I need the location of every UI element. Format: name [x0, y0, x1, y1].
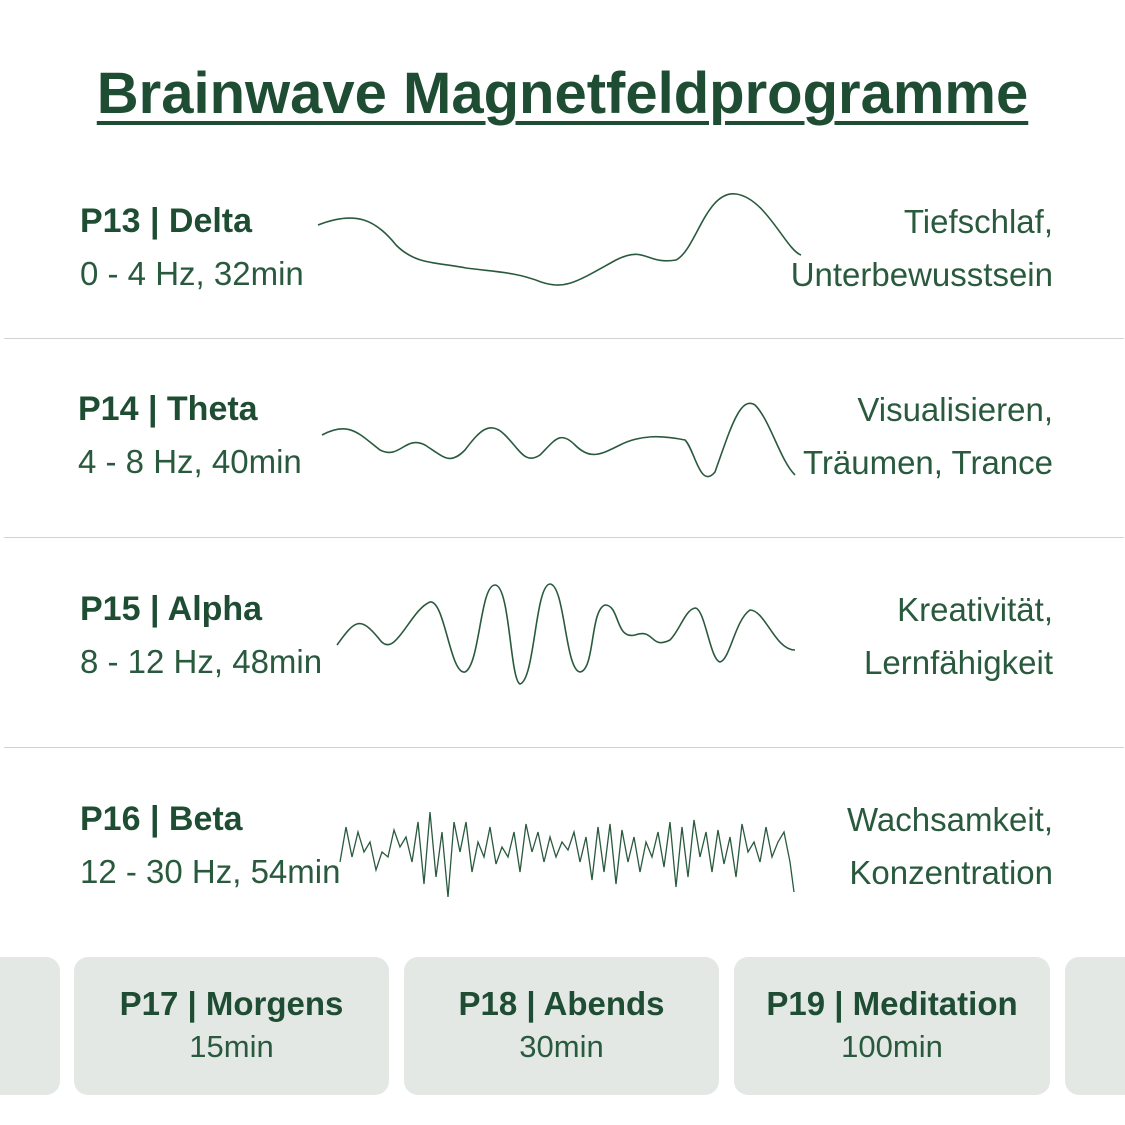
separator — [4, 537, 1124, 538]
separator — [4, 747, 1124, 748]
delta-wave-icon — [317, 193, 802, 286]
program-name: P15 | Alpha — [80, 590, 263, 628]
program-row-delta[interactable]: P13 | Delta 0 - 4 Hz, 32min Tiefschlaf, … — [0, 190, 1125, 390]
program-desc-line1: Tiefschlaf, — [903, 203, 1053, 240]
card-name: P19 | Meditation — [766, 985, 1018, 1022]
program-desc-line2: Konzentration — [849, 854, 1053, 891]
program-row-theta[interactable]: P14 | Theta 4 - 8 Hz, 40min Visualisiere… — [0, 380, 1125, 580]
program-card-abends[interactable]: P18 | Abends 30min — [404, 957, 719, 1095]
program-row-alpha[interactable]: P15 | Alpha 8 - 12 Hz, 48min Kreativität… — [0, 580, 1125, 780]
program-card-meditation[interactable]: P19 | Meditation 100min — [734, 957, 1050, 1095]
program-meta: 12 - 30 Hz, 54min — [80, 853, 341, 890]
card-name: P18 | Abends — [458, 985, 665, 1022]
page-title: Brainwave Magnetfeldprogramme — [96, 61, 1029, 126]
card-name: P17 | Morgens — [119, 985, 344, 1022]
card-duration: 30min — [519, 1029, 604, 1064]
separator — [4, 338, 1124, 339]
program-meta: 8 - 12 Hz, 48min — [80, 643, 323, 680]
card-duration: 15min — [189, 1029, 274, 1064]
program-meta: 0 - 4 Hz, 32min — [80, 255, 304, 292]
program-desc-line2: Lernfähigkeit — [864, 644, 1053, 681]
alpha-wave-icon — [336, 583, 796, 685]
program-desc-line2: Unterbewusstsein — [790, 256, 1053, 293]
program-row-beta[interactable]: P16 | Beta 12 - 30 Hz, 54min Wachsamkeit… — [0, 790, 1125, 990]
program-desc-line1: Visualisieren, — [857, 391, 1053, 428]
program-card-partial-left[interactable] — [0, 957, 60, 1095]
theta-wave-icon — [321, 402, 796, 478]
program-name: P16 | Beta — [80, 800, 243, 838]
card-duration: 100min — [841, 1029, 943, 1064]
program-desc-line1: Kreativität, — [897, 591, 1053, 628]
program-card-partial-right[interactable] — [1065, 957, 1125, 1095]
program-meta: 4 - 8 Hz, 40min — [78, 443, 302, 480]
program-card-morgens[interactable]: P17 | Morgens 15min — [74, 957, 389, 1095]
program-desc-line1: Wachsamkeit, — [847, 801, 1053, 838]
program-name: P13 | Delta — [80, 202, 253, 240]
beta-wave-icon — [339, 811, 795, 898]
program-desc-line2: Träumen, Trance — [802, 444, 1053, 481]
program-name: P14 | Theta — [78, 390, 258, 428]
